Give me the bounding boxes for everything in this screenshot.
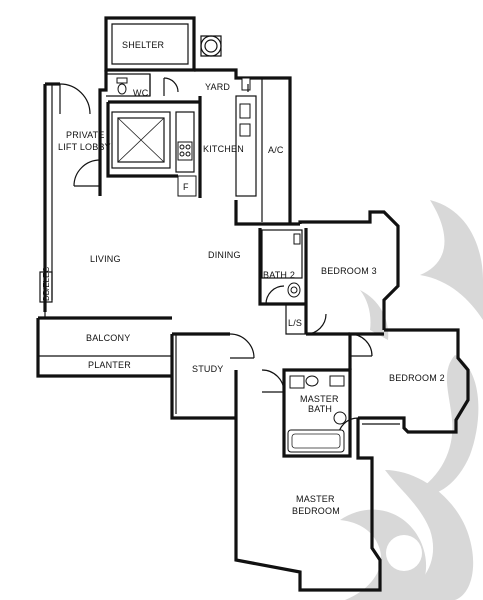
label-bedroom3: BEDROOM 3 [321,266,377,276]
service-panel [39,271,53,303]
lobby-doors [59,83,101,187]
label-shelter: SHELTER [122,40,165,50]
wc-fixtures [106,73,179,97]
label-master-bedroom-2: BEDROOM [292,506,340,516]
label-planter: PLANTER [88,360,131,370]
label-bedroom2: BEDROOM 2 [389,373,445,383]
label-master-bath-2: BATH [308,404,332,414]
label-side-panel: DB/ELEC [42,267,51,301]
bath2-fixtures [261,229,303,305]
label-bath2: BATH 2 [263,270,295,280]
kitchen-fixtures [235,77,257,197]
label-dining: DINING [208,250,241,260]
label-living: LIVING [90,254,121,264]
label-study: STUDY [192,364,224,374]
watermark-logo [340,200,483,600]
label-fridge: F [183,182,189,192]
master-bath-fixtures [287,375,347,453]
ls-area [285,304,306,335]
label-balcony: BALCONY [86,333,130,343]
label-kitchen: KITCHEN [203,144,244,154]
label-lift-lobby: LIFT LOBBY [58,142,111,152]
label-master-bedroom-1: MASTER [296,494,335,504]
label-master-bath-1: MASTER [300,394,339,404]
lift-core [111,111,197,197]
label-ls: L/S [288,318,302,328]
shelter-fixtures [200,35,222,57]
label-wc: WC [133,88,149,98]
label-yard: YARD [205,82,230,92]
label-private: PRIVATE [66,130,105,140]
label-ac: A/C [268,145,284,155]
exterior-walls [36,16,470,592]
room-labels: SHELTER WC YARD PRIVATE LIFT LOBBY KITCH… [42,40,445,516]
